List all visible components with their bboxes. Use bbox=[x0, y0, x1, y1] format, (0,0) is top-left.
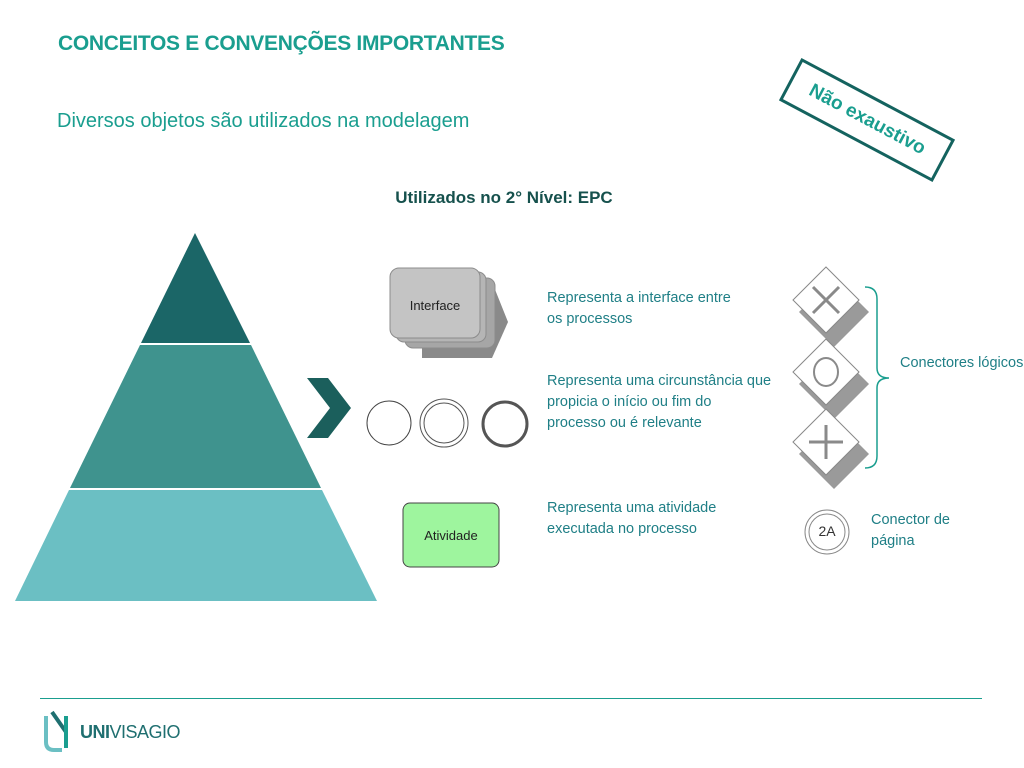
page-connector-label: 2A bbox=[818, 523, 836, 539]
page-connector-description-line: página bbox=[871, 533, 915, 549]
univisagio-logo-icon bbox=[44, 710, 68, 752]
activity-description-line: Representa uma atividade bbox=[547, 500, 717, 516]
interface-description-line: os processos bbox=[547, 311, 633, 327]
pyramid-top-level bbox=[141, 233, 250, 343]
right-brace bbox=[864, 286, 890, 469]
page-connector-icon bbox=[804, 509, 850, 555]
activity-description-line: executada no processo bbox=[547, 521, 697, 537]
brand-logo-part1: UNI bbox=[80, 722, 110, 742]
and-connector-icon bbox=[792, 408, 869, 489]
event-description: Representa uma circunstância que propici… bbox=[547, 371, 771, 434]
interface-description-line: Representa a interface entre bbox=[547, 290, 731, 306]
section-heading: Utilizados no 2° Nível: EPC bbox=[395, 188, 613, 207]
pyramid-bottom-level bbox=[15, 490, 377, 601]
event-description-line: processo ou é relevante bbox=[547, 415, 702, 431]
interface-shape bbox=[389, 267, 508, 358]
interface-description: Representa a interface entre os processo… bbox=[547, 288, 731, 330]
page-title: CONCEITOS E CONVENÇÕES IMPORTANTES bbox=[58, 32, 505, 55]
event-circle-end bbox=[481, 400, 529, 448]
activity-description: Representa uma atividade executada no pr… bbox=[547, 498, 716, 540]
brand-logo-part2: VISAGIO bbox=[109, 722, 181, 742]
event-circle-intermediate bbox=[419, 398, 469, 448]
event-circle-start bbox=[366, 400, 412, 446]
xor-connector-icon bbox=[792, 266, 869, 347]
page-subtitle: Diversos objetos são utilizados na model… bbox=[57, 110, 470, 132]
event-description-line: Representa uma circunstância que bbox=[547, 373, 772, 389]
pyramid-middle-level bbox=[70, 345, 321, 488]
or-connector-icon bbox=[792, 338, 869, 419]
interface-shape-label: Interface bbox=[409, 298, 461, 313]
brand-logo: UNIVISAGIO bbox=[80, 722, 181, 743]
page-connector-description-line: Conector de bbox=[871, 512, 950, 528]
logical-connectors-label: Conectores lógicos bbox=[900, 355, 1024, 371]
page-connector-description: Conector de página bbox=[871, 510, 950, 552]
event-description-line: propicia o início ou fim do bbox=[547, 394, 712, 410]
activity-shape bbox=[402, 502, 500, 568]
footer-divider bbox=[40, 698, 982, 699]
activity-shape-label: Atividade bbox=[424, 528, 478, 543]
chevron-right-icon bbox=[307, 378, 351, 438]
